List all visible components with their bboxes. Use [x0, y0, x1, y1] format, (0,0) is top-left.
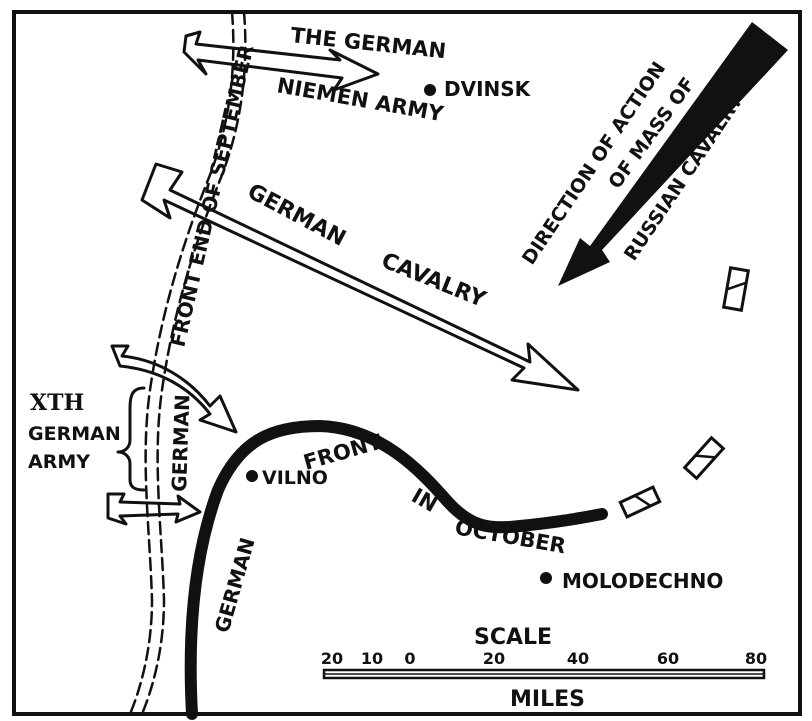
scale-tick-label: 0 — [404, 649, 415, 668]
scale-tick-label: 20 — [321, 649, 343, 668]
map-frame — [12, 10, 802, 716]
scale-tick-label: 10 — [361, 649, 383, 668]
scale-unit: MILES — [510, 687, 585, 712]
german-cavalry-arrow — [140, 162, 580, 392]
scale-tick-label: 20 — [483, 649, 505, 668]
xth-army-arrow-lower — [106, 492, 202, 526]
scale-bar: SCALE 20 10 0 20 40 60 80 MILES — [321, 625, 767, 712]
xth-army-arrow-upper — [110, 344, 238, 434]
molodechno-marker — [540, 572, 552, 584]
scale-tick-label: 40 — [567, 649, 589, 668]
vilno-label: VILNO — [262, 467, 328, 489]
xth-army-label-2: GERMAN — [28, 423, 121, 445]
dvinsk-marker — [424, 84, 436, 96]
xth-army-label-1: XTH — [30, 390, 84, 416]
xth-army-bracket — [116, 386, 146, 492]
dvinsk-label: DVINSK — [444, 77, 532, 101]
scale-tick-label: 60 — [657, 649, 679, 668]
october-front-line — [184, 420, 608, 720]
niemen-army-arrow — [182, 30, 380, 92]
september-front-line — [128, 10, 247, 716]
russian-cavalry-arrow — [558, 22, 788, 286]
scale-tick-labels: 20 10 0 20 40 60 80 — [321, 649, 767, 668]
scale-title: SCALE — [474, 625, 552, 650]
xth-army-label-3: ARMY — [28, 451, 90, 473]
vilno-marker — [246, 470, 258, 482]
molodechno-label: MOLODECHNO — [562, 569, 723, 593]
scale-tick-label: 80 — [745, 649, 767, 668]
front-continuation-segments — [618, 266, 751, 519]
german-september-label: GERMAN — [167, 394, 194, 492]
